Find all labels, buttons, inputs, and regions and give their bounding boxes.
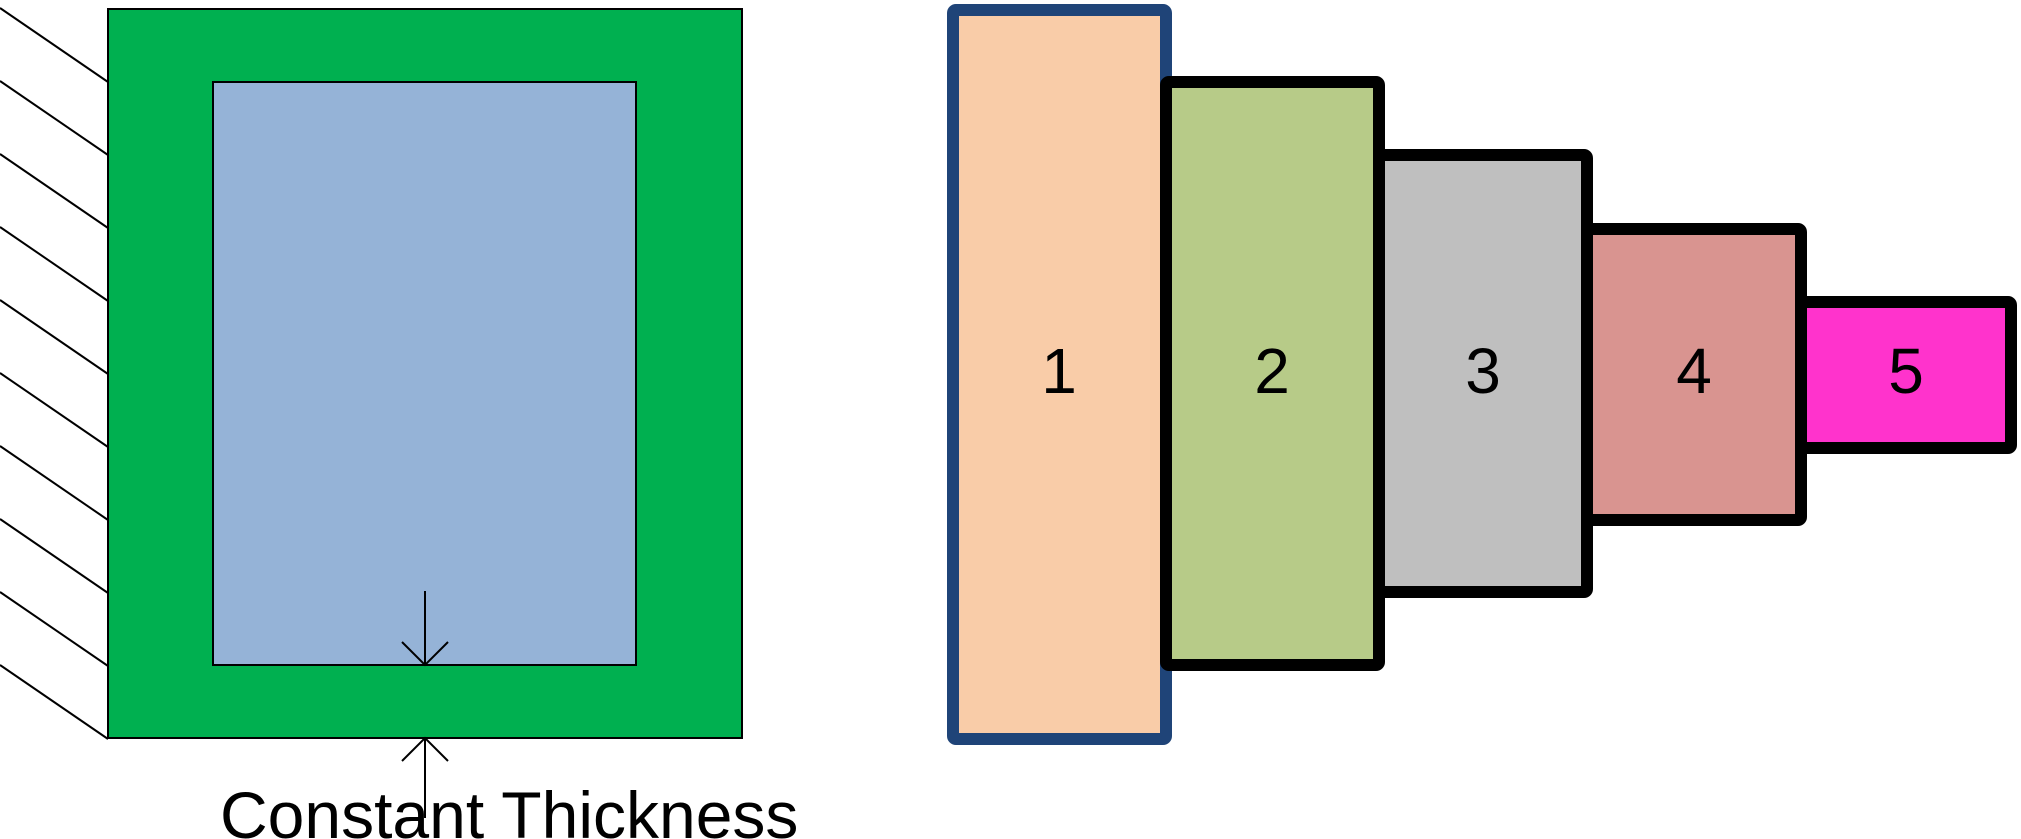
segment-1-label: 1: [1041, 335, 1077, 407]
inner-panel: [212, 81, 637, 666]
segment-3-label: 3: [1465, 335, 1501, 407]
segment-2-label: 2: [1254, 335, 1290, 407]
segment-4: 4: [1581, 223, 1807, 526]
wall-hatching: [0, 7, 109, 740]
segment-5-label: 5: [1888, 335, 1924, 407]
segment-3: 3: [1373, 149, 1593, 598]
segment-2: 2: [1160, 76, 1385, 671]
segment-5-block: [1795, 296, 2017, 454]
segment-5: 5: [1795, 296, 2017, 454]
segment-4-label: 4: [1676, 335, 1712, 407]
thickness-arrow-bottom: [401, 736, 449, 818]
caption-constant-thickness: Constant Thickness: [220, 778, 798, 839]
segment-1: 1: [947, 4, 1172, 745]
thickness-arrow-top: [401, 591, 449, 667]
segment-2-block: [1160, 76, 1385, 671]
